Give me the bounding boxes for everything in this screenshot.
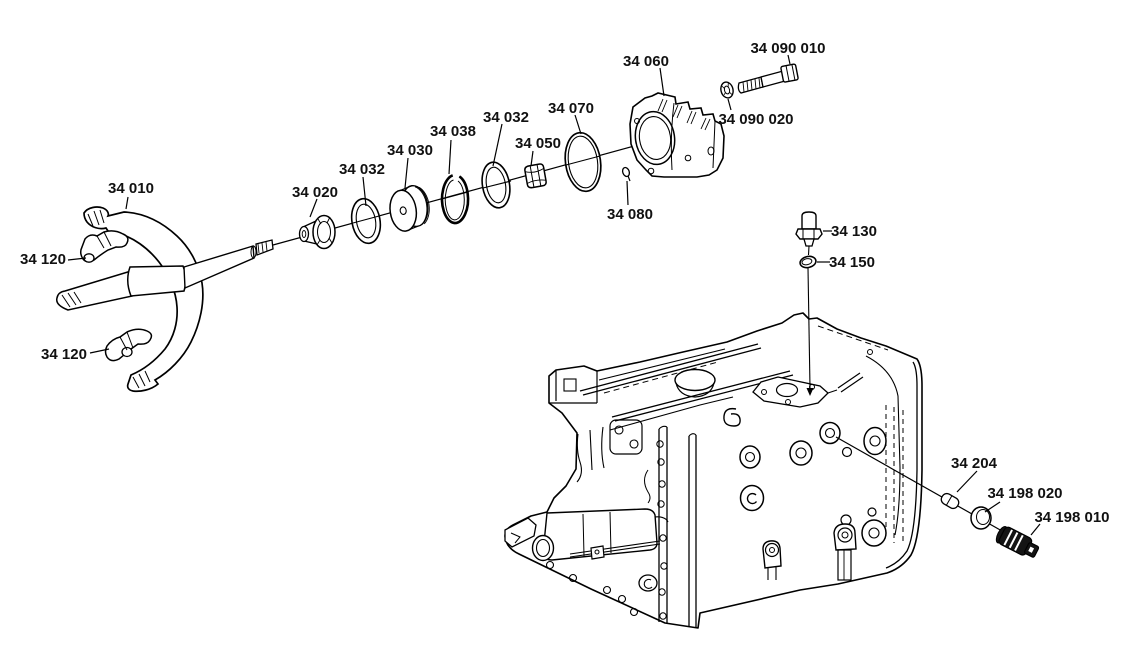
part-34-060-housing — [629, 92, 725, 178]
label-34-050: 34 050 — [515, 135, 561, 152]
slider-pad-lower-34-120 — [104, 328, 153, 362]
axis-through-ring-a — [352, 215, 380, 224]
part-34-198-010-plug — [995, 526, 1040, 558]
part-34-032-seal-ring-a — [350, 197, 382, 245]
label-34-010: 34 010 — [108, 180, 154, 197]
part-34-090-010-bolt — [737, 63, 799, 94]
axis-through-snap-ring — [441, 191, 469, 200]
label-34-204: 34 204 — [951, 455, 998, 472]
label-34-120-lower: 34 120 — [41, 346, 87, 363]
part-34-204-sleeve — [940, 492, 960, 510]
axis-through-gasket — [565, 155, 601, 166]
label-34-130: 34 130 — [831, 223, 877, 240]
part-34-038-snap-ring — [440, 174, 470, 225]
label-34-080: 34 080 — [607, 206, 653, 223]
part-34-150-o-ring — [799, 255, 817, 269]
label-34-198-010: 34 198 010 — [1034, 509, 1109, 526]
label-34-032-a: 34 032 — [339, 161, 385, 178]
part-34-090-020-washer — [720, 81, 734, 99]
slider-pad-upper-34-120 — [79, 230, 129, 263]
label-leader-lines — [67, 54, 1041, 536]
label-34-020: 34 020 — [292, 184, 338, 201]
label-34-032-b: 34 032 — [483, 109, 529, 126]
transmission-case — [504, 312, 923, 629]
part-34-070-gasket-ring — [564, 131, 602, 193]
part-number-labels: 34 010 34 120 34 120 34 020 34 032 34 03… — [20, 40, 1109, 526]
part-34-130-switch — [795, 211, 823, 256]
shift-rail-shaft — [55, 239, 274, 311]
label-34-090-020: 34 090 020 — [718, 111, 793, 128]
label-34-150: 34 150 — [829, 254, 875, 271]
part-34-198-020-seal-ring — [970, 506, 992, 530]
label-34-038: 34 038 — [430, 123, 476, 140]
label-34-060: 34 060 — [623, 53, 669, 70]
part-34-080-pin — [621, 166, 631, 182]
axis-through-ring-b — [482, 180, 512, 189]
label-34-090-010: 34 090 010 — [750, 40, 825, 57]
part-34-030-piston — [389, 184, 430, 232]
part-34-020-bushing — [298, 214, 336, 250]
sensor-position-leader-line — [806, 267, 814, 396]
label-34-198-020: 34 198 020 — [987, 485, 1062, 502]
label-34-070: 34 070 — [548, 100, 594, 117]
label-34-120-upper: 34 120 — [20, 251, 66, 268]
part-34-050-nut — [524, 163, 547, 189]
label-34-030: 34 030 — [387, 142, 433, 159]
